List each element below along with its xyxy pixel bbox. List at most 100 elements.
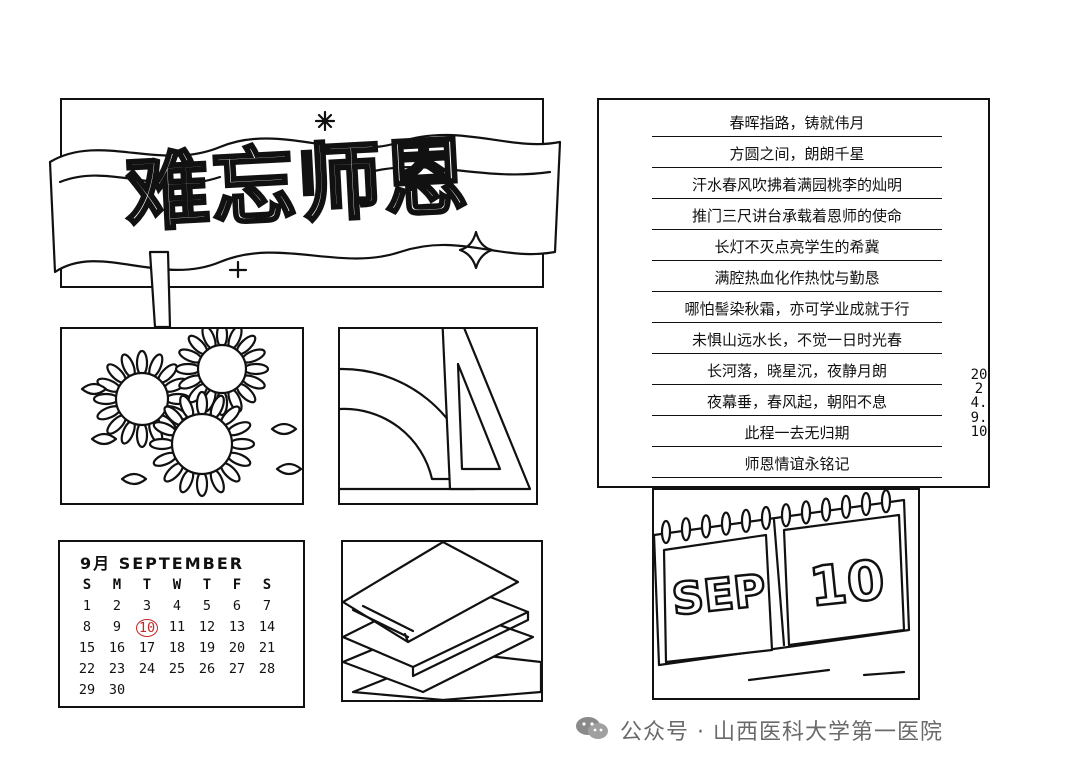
calendar-day: 26 — [198, 661, 216, 677]
sunflower-head — [114, 371, 170, 427]
desk-calendar-ring — [680, 517, 692, 542]
poem-line: 此程一去无归期 — [652, 422, 942, 447]
calendar-day: 22 — [78, 661, 96, 677]
poem-line: 未惧山远水长，不觉一日时光春 — [652, 329, 942, 354]
calendar-day: 9 — [112, 619, 122, 635]
calendar-day — [162, 681, 192, 700]
calendar-day: 20 — [228, 640, 246, 656]
sunflower-panel — [60, 327, 304, 505]
poem-line: 满腔热血化作热忱与勤恳 — [652, 267, 942, 292]
calendar-day: 4 — [172, 598, 182, 614]
sunflower-leaf — [275, 462, 302, 476]
calendar-day — [252, 681, 282, 700]
wechat-icon — [576, 717, 608, 739]
poem-line: 春晖指路，铸就伟月 — [652, 112, 942, 137]
calendar-day: 15 — [78, 640, 96, 656]
desk-calendar-ring — [700, 514, 712, 539]
desk-calendar-ring — [840, 494, 852, 519]
calendar-day: 2 — [112, 598, 122, 614]
calendar-day: 19 — [198, 640, 216, 656]
calendar-day — [132, 681, 162, 700]
calendar-day-highlighted: 10 — [136, 619, 158, 637]
calendar-day: 28 — [258, 661, 276, 677]
calendar-day: 24 — [138, 661, 156, 677]
calendar-day: 21 — [258, 640, 276, 656]
sunflower-petal — [195, 470, 209, 498]
sunflower-petal — [92, 392, 120, 406]
sunflower-petal — [135, 421, 149, 449]
calendar-day: 27 — [228, 661, 246, 677]
desk-calendar-ring — [740, 508, 752, 533]
poem-line: 师恩情谊永铭记 — [652, 453, 942, 478]
poem-line: 推门三尺讲台承载着恩师的使命 — [652, 205, 942, 230]
calendar-day: 8 — [82, 619, 92, 635]
sunflower-petal — [174, 362, 202, 376]
calendar-day: 16 — [108, 640, 126, 656]
calendar-weekday: M — [112, 577, 122, 593]
sunflower-petal — [135, 349, 149, 377]
books-icon — [343, 542, 541, 700]
calendar-day: 12 — [198, 619, 216, 635]
sunflower-petal — [148, 437, 176, 451]
sunflower-petal — [228, 437, 256, 451]
desk-calendar-ring — [800, 500, 812, 525]
sunflower-leaf — [270, 422, 298, 436]
calendar-day: 23 — [108, 661, 126, 677]
calendar-day: 1 — [82, 598, 92, 614]
books-panel — [341, 540, 543, 702]
desk-calendar-panel: SEP 10 — [652, 488, 920, 700]
desk-calendar-icon — [654, 490, 911, 682]
calendar-day: 6 — [232, 598, 242, 614]
sunflower-head — [196, 343, 248, 395]
calendar-day — [222, 681, 252, 700]
calendar-day: 5 — [202, 598, 212, 614]
calendar-day: 14 — [258, 619, 276, 635]
calendar-day: 25 — [168, 661, 186, 677]
month-calendar — [58, 540, 305, 708]
page-title: 难忘师恩 — [59, 106, 535, 251]
calendar-day: 17 — [138, 640, 156, 656]
watermark-text: 公众号 · 山西医科大学第一医院 — [620, 720, 943, 745]
desk-calendar-ring — [720, 511, 732, 536]
sparkle-icon — [228, 110, 494, 279]
desk-calendar-ring — [760, 505, 772, 531]
calendar-day: 18 — [168, 640, 186, 656]
sunflower-leaf — [80, 382, 108, 396]
tools-panel — [338, 327, 538, 505]
calendar-day — [192, 681, 222, 700]
poem-line: 长灯不灭点亮学生的希冀 — [652, 236, 942, 261]
poem-panel — [597, 98, 990, 488]
poem-line: 汗水春风吹拂着满园桃李的灿明 — [652, 174, 942, 199]
calendar-day: 29 — [78, 682, 96, 698]
sunflower-leaf — [90, 432, 118, 446]
triangle-ruler-icon — [441, 329, 532, 491]
desk-calendar-ring — [820, 497, 832, 522]
poem-date: 2024.9.10 — [970, 367, 988, 440]
calendar-day: 11 — [168, 619, 186, 635]
poem-line: 长河落，晓星沉，夜静月朗 — [652, 360, 942, 385]
desk-calendar-ring — [780, 503, 792, 528]
calendar-weekday: T — [142, 577, 152, 593]
calendar-weekday: S — [262, 577, 272, 593]
desk-calendar-ring — [660, 519, 672, 545]
sunflower-head — [170, 412, 234, 476]
poem-line: 夜幕垂，春风起，朝阳不息 — [652, 391, 942, 416]
desk-calendar-ring — [880, 490, 892, 514]
tools-illustration — [340, 329, 532, 491]
calendar-day: 13 — [228, 619, 246, 635]
sunflower-icon — [80, 329, 302, 498]
desk-calendar-day: 10 — [805, 547, 889, 620]
calendar-day: 30 — [108, 682, 126, 698]
poem-line: 方圆之间，朗朗千星 — [652, 143, 942, 168]
calendar-weekday: F — [232, 577, 242, 593]
calendar-day: 7 — [262, 598, 272, 614]
calendar-weekday: W — [172, 577, 182, 593]
poem-line: 哪怕髻染秋霜，亦可学业成就于行 — [652, 298, 942, 323]
calendar-header: 9月 SEPTEMBER — [80, 554, 245, 573]
title-text: 难忘师恩 — [121, 125, 473, 245]
calendar-weekday: T — [202, 577, 212, 593]
sunflower-petal — [242, 362, 270, 376]
calendar-weekday: S — [82, 577, 92, 593]
desk-calendar-ring — [860, 491, 872, 517]
